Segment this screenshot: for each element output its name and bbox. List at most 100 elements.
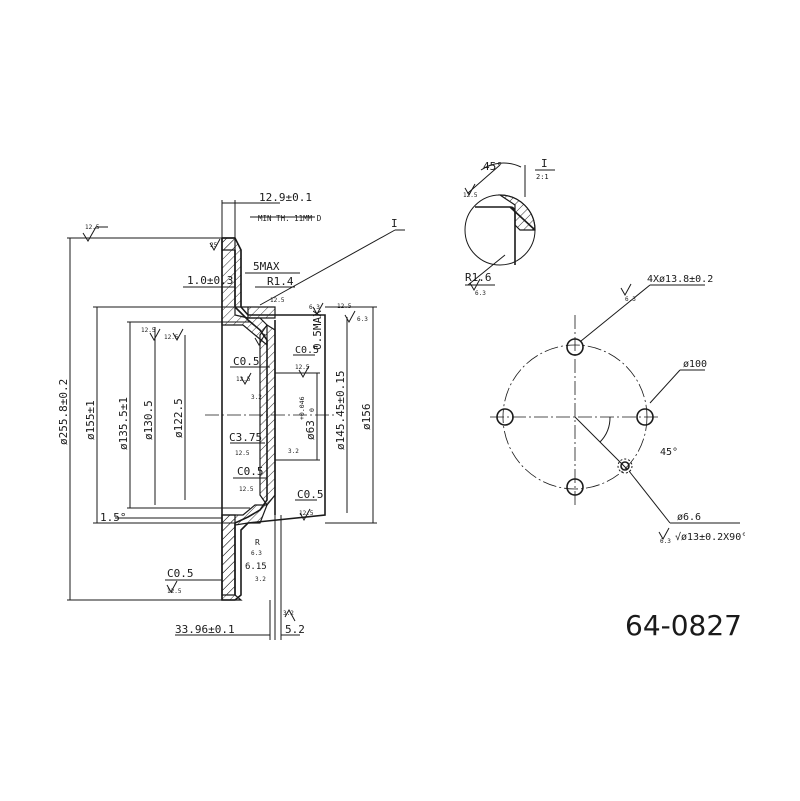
- part-number: 64-0827: [625, 609, 742, 642]
- roughness-symbol: [298, 365, 310, 379]
- dia-63: ø63: [304, 420, 317, 440]
- small-hole-spec: ø6.6: [677, 512, 701, 523]
- drawing-sheet: 12.9±0.1 MIN TH. 11MM D 1.0±0.3 5MAX R1.…: [55, 155, 745, 645]
- roughness-125: 12.5: [337, 303, 352, 310]
- detail-r16: R1.6: [465, 271, 492, 284]
- roughness-symbol: [240, 372, 252, 386]
- dim-10: 1.0±0.3: [187, 274, 233, 287]
- roughness-symbol: [469, 278, 481, 292]
- roughness-63: 6.3: [251, 550, 262, 557]
- dia-155: ø155±1: [84, 400, 97, 440]
- angle-15: 1.5°: [100, 511, 127, 524]
- roughness-125: 12.5: [463, 192, 478, 199]
- roughness-125: 12.5: [141, 327, 156, 334]
- roughness-symbol: [166, 580, 178, 594]
- roughness-symbol: [620, 283, 632, 297]
- roughness-125: 12.5: [164, 334, 179, 341]
- roughness-63: 6.3: [309, 304, 320, 311]
- bolt-hole-right: [636, 408, 654, 426]
- roughness-125: 12.5: [235, 450, 250, 457]
- roughness-125: 12.5: [299, 510, 314, 517]
- roughness-symbol: [209, 238, 221, 252]
- dia-63-tol-upper: +0.046: [298, 396, 306, 420]
- dia-156: ø156: [360, 404, 373, 431]
- detail-profile: [475, 206, 536, 265]
- dia-2558: ø255.8±0.2: [57, 379, 70, 445]
- roughness-symbol: [658, 527, 670, 541]
- roughness-32: 3.2: [255, 576, 266, 583]
- outline-inner: [234, 250, 268, 595]
- roughness-symbol: [254, 333, 266, 347]
- dia-1225: ø122.5: [172, 398, 185, 438]
- small-hole-leader: [628, 470, 671, 524]
- bolt-angle: 45°: [660, 447, 678, 458]
- dia-14545: ø145.45±0.15: [334, 371, 347, 450]
- flange-lower-rim: [221, 514, 243, 601]
- roughness-63: 6.3: [660, 538, 671, 545]
- chamfer-c05-b: C0.5: [295, 345, 319, 356]
- detail-view-i: 45° I 2:1 R1.6 12.5 6.3 I: [391, 157, 555, 297]
- chamfer-c05-d: C0.5: [297, 488, 324, 501]
- roughness-symbol: [149, 328, 161, 342]
- dim-5max: 5MAX: [253, 260, 280, 273]
- section-view: 12.9±0.1 MIN TH. 11MM D 1.0±0.3 5MAX R1.…: [57, 191, 405, 640]
- roughness-symbol: [172, 328, 184, 342]
- detail-angle-45: 45°: [483, 160, 503, 173]
- countersink-spec: √ø13±0.2X90°: [675, 531, 745, 543]
- chamfer-c05-e: C0.5: [167, 567, 194, 580]
- roughness-63: 6.3: [625, 296, 636, 303]
- pcd-leader: [649, 369, 681, 404]
- small-hole: [620, 461, 630, 471]
- roughness-125: 12.5: [167, 588, 182, 595]
- chamfer-c05-c: C0.5: [237, 465, 264, 478]
- roughness-symbol: [464, 183, 476, 197]
- dim-05max: 0.5MAX: [311, 310, 324, 350]
- angle-ray: [574, 416, 628, 470]
- detail-angle-arc: [480, 162, 522, 171]
- detail-callout-label: I: [391, 217, 398, 230]
- min-th-note: MIN TH. 11MM D: [258, 214, 322, 223]
- dim-129: 12.9±0.1: [259, 191, 312, 204]
- roughness-32: 3.2: [288, 448, 299, 455]
- roughness-63: 6.3: [357, 316, 368, 323]
- detail-scale: 2:1: [536, 173, 549, 181]
- detail-angle-line: [467, 164, 501, 194]
- radius-r: R: [255, 538, 260, 547]
- bolt-holes-spec: 4Xø13.8±0.2: [647, 274, 713, 285]
- angle-arc: [599, 416, 611, 443]
- dim-r14: R1.4: [267, 275, 294, 288]
- dim-3396: 33.96±0.1: [175, 623, 235, 636]
- bolt-hole-left: [496, 408, 514, 426]
- dia-1305: ø130.5: [142, 400, 155, 440]
- roughness-125: 12.5: [270, 297, 285, 304]
- roughness-25: 25: [210, 242, 218, 249]
- technical-drawing: 12.9±0.1 MIN TH. 11MM D 1.0±0.3 5MAX R1.…: [57, 157, 745, 642]
- detail-label: I: [541, 157, 548, 170]
- bolt-pattern-view: 4Xø13.8±0.2 ø100 45° ø6.6 √ø13±0.2X90° 6…: [490, 274, 745, 545]
- roughness-symbol: [284, 608, 296, 622]
- roughness-125: 12.5: [236, 376, 251, 383]
- roughness-symbol: [299, 508, 311, 522]
- dia-1355: ø135.5±1: [117, 397, 130, 450]
- small-hole-countersink: [617, 458, 633, 474]
- dia-63-tol-lower: 0: [308, 408, 316, 412]
- detail-r16-leader: [467, 254, 506, 286]
- detail-leader: [259, 229, 396, 306]
- chamfer-c375: C3.75: [229, 431, 262, 444]
- bolt-hole-leader: [580, 284, 651, 342]
- roughness-32: 3.2: [251, 394, 262, 401]
- roughness-32: 3.2: [283, 610, 294, 617]
- roughness-symbol: [344, 310, 356, 324]
- roughness-125: 12.5: [295, 364, 310, 371]
- dim-615: 6.15: [245, 562, 267, 572]
- dim-52: 5.2: [285, 623, 305, 636]
- roughness-symbol: [82, 226, 108, 242]
- bolt-hole-bottom: [566, 478, 584, 496]
- flange-upper: [221, 237, 268, 347]
- chamfer-c05-a: C0.5: [233, 355, 260, 368]
- roughness-symbol: [312, 302, 324, 316]
- roughness-125: 12.5: [85, 224, 100, 231]
- pcd-spec: ø100: [683, 359, 707, 370]
- outline-main: [221, 237, 326, 601]
- roughness-63: 6.3: [475, 290, 486, 297]
